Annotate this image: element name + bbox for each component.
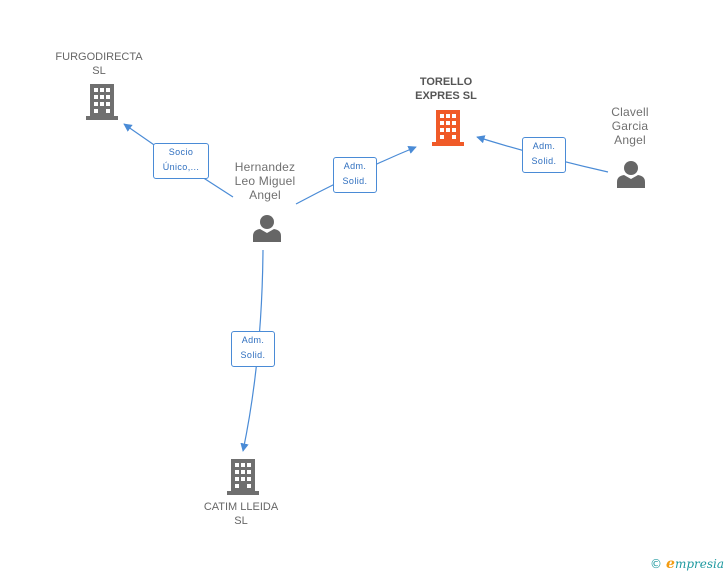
- person-name-line3: Angel: [249, 188, 281, 202]
- person-label-clavell[interactable]: Clavell Garcia Angel: [611, 105, 648, 147]
- person-icon[interactable]: [617, 160, 645, 188]
- company-label-furgodirecta[interactable]: FURGODIRECTA SL: [55, 50, 142, 78]
- relation-line2: Solid.: [342, 176, 368, 186]
- company-name-line1: CATIM LLEIDA: [203, 501, 279, 513]
- person-name-line1: Hernandez: [234, 160, 296, 174]
- person-label-hernandez[interactable]: Hernandez Leo Miguel Angel: [235, 160, 296, 202]
- company-name-line2: SL: [92, 65, 106, 77]
- company-name-line2: SL: [234, 515, 248, 527]
- relation-line1: Socio: [168, 147, 194, 157]
- brand-initial: e: [666, 556, 675, 572]
- company-label-catim[interactable]: CATIM LLEIDA SL: [204, 500, 278, 528]
- relation-line2: Solid.: [240, 350, 266, 360]
- company-name-line2: EXPRES SL: [415, 90, 477, 102]
- company-name-line1: TORELLO: [419, 76, 473, 88]
- person-name-line2: Leo Miguel: [234, 174, 296, 188]
- relation-line1: Adm.: [241, 335, 265, 345]
- building-icon[interactable]: [227, 459, 259, 495]
- person-name-line1: Clavell: [611, 105, 649, 119]
- relation-label-adm-solid-catim[interactable]: Adm. Solid.: [231, 331, 275, 367]
- company-label-torello[interactable]: TORELLO EXPRES SL: [415, 75, 477, 103]
- person-name-line2: Garcia: [611, 119, 649, 133]
- relation-label-socio-unico[interactable]: Socio Único,...: [153, 143, 209, 179]
- person-name-line3: Angel: [614, 133, 646, 147]
- relation-line1: Adm.: [343, 161, 367, 171]
- company-name-line1: FURGODIRECTA: [55, 51, 143, 63]
- relation-line2: Solid.: [531, 156, 557, 166]
- brand-name: mpresia: [674, 557, 724, 571]
- relation-line1: Adm.: [532, 141, 556, 151]
- relation-line2: Único,...: [162, 162, 200, 172]
- person-icon[interactable]: [253, 214, 281, 242]
- relation-label-adm-solid-clavell[interactable]: Adm. Solid.: [522, 137, 566, 173]
- empresia-watermark: ©empresia: [650, 556, 724, 572]
- copyright-symbol: ©: [650, 557, 663, 571]
- relation-label-adm-solid-torello[interactable]: Adm. Solid.: [333, 157, 377, 193]
- building-icon[interactable]: [86, 84, 118, 120]
- building-icon-highlighted[interactable]: [432, 110, 464, 146]
